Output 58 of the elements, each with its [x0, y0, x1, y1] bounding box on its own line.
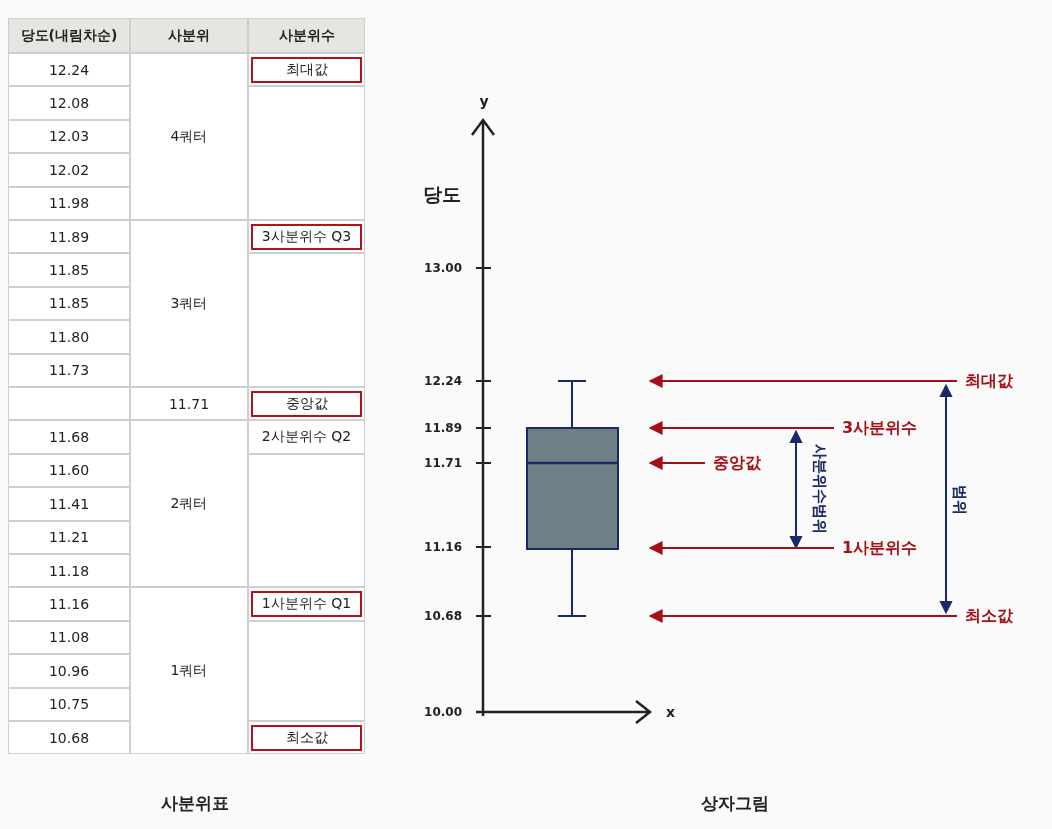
tick-label: 11.16 [424, 540, 462, 554]
figure-caption: 상자그림 [701, 791, 769, 815]
tick-label: 10.00 [424, 705, 462, 719]
range-label: 범위 [949, 485, 969, 515]
annotation-label: 최소값 [965, 605, 1013, 627]
highlighted-cell: 최소값 [251, 724, 362, 751]
table-cell: 10.68 [8, 721, 130, 755]
table-cell: 11.85 [8, 286, 130, 321]
leader-arrow [648, 374, 958, 388]
table-cell: 11.60 [8, 453, 130, 488]
header-cell: 사분위수 [248, 18, 365, 53]
table-cell: 2쿼터 [130, 420, 248, 588]
annotation-label: 중앙값 [713, 452, 761, 474]
table-cell: 11.80 [8, 320, 130, 354]
table-cell: 11.16 [8, 587, 130, 621]
leader-arrow [648, 421, 835, 435]
leader-arrow [648, 541, 835, 555]
table-cell: 11.21 [8, 520, 130, 554]
table-cell: 11.71 [130, 387, 248, 421]
table-cell: 12.24 [8, 53, 130, 87]
highlighted-cell: 최대값 [251, 56, 362, 83]
table-cell: 11.68 [8, 420, 130, 454]
annotation-label: 3사분위수 [842, 417, 918, 439]
table-cell: 11.73 [8, 353, 130, 387]
highlighted-cell: 1사분위수 Q1 [251, 591, 362, 618]
table-cell: 12.08 [8, 86, 130, 120]
range-label: 사분위수범위 [809, 444, 829, 534]
highlighted-cell: 중앙값 [251, 390, 362, 417]
leader-arrow [648, 456, 706, 470]
tick-label: 11.71 [424, 456, 462, 470]
tick-label: 10.68 [424, 609, 462, 623]
table-cell: 4쿼터 [130, 53, 248, 220]
table-cell: 10.96 [8, 654, 130, 688]
axis-title: 당도 [423, 182, 461, 207]
leader-arrow [648, 609, 958, 623]
table-cell: 10.75 [8, 687, 130, 721]
table-cell: 11.85 [8, 253, 130, 287]
table-cell: 11.98 [8, 186, 130, 220]
header-cell: 당도(내림차순) [8, 18, 130, 53]
annotation-label: 최대값 [965, 370, 1013, 392]
table-cell: 11.18 [8, 554, 130, 588]
table-cell: 2사분위수 Q2 [248, 420, 365, 454]
tick-label: 11.89 [424, 421, 462, 435]
axis-label: x [666, 704, 676, 720]
header-cell: 사분위 [130, 18, 248, 53]
table-cell: 11.41 [8, 487, 130, 521]
table-cell: 11.08 [8, 620, 130, 655]
tick-label: 13.00 [424, 261, 462, 275]
table-cell: 1쿼터 [130, 587, 248, 755]
table-cell: 3쿼터 [130, 220, 248, 387]
table-cell: 11.89 [8, 220, 130, 254]
highlighted-cell: 3사분위수 Q3 [251, 223, 362, 250]
axis-label: y [479, 93, 489, 109]
table-cell: 12.02 [8, 153, 130, 187]
annotation-label: 1사분위수 [842, 537, 918, 559]
table-caption: 사분위표 [161, 791, 229, 815]
table-cell: 12.03 [8, 119, 130, 154]
tick-label: 12.24 [424, 374, 462, 388]
